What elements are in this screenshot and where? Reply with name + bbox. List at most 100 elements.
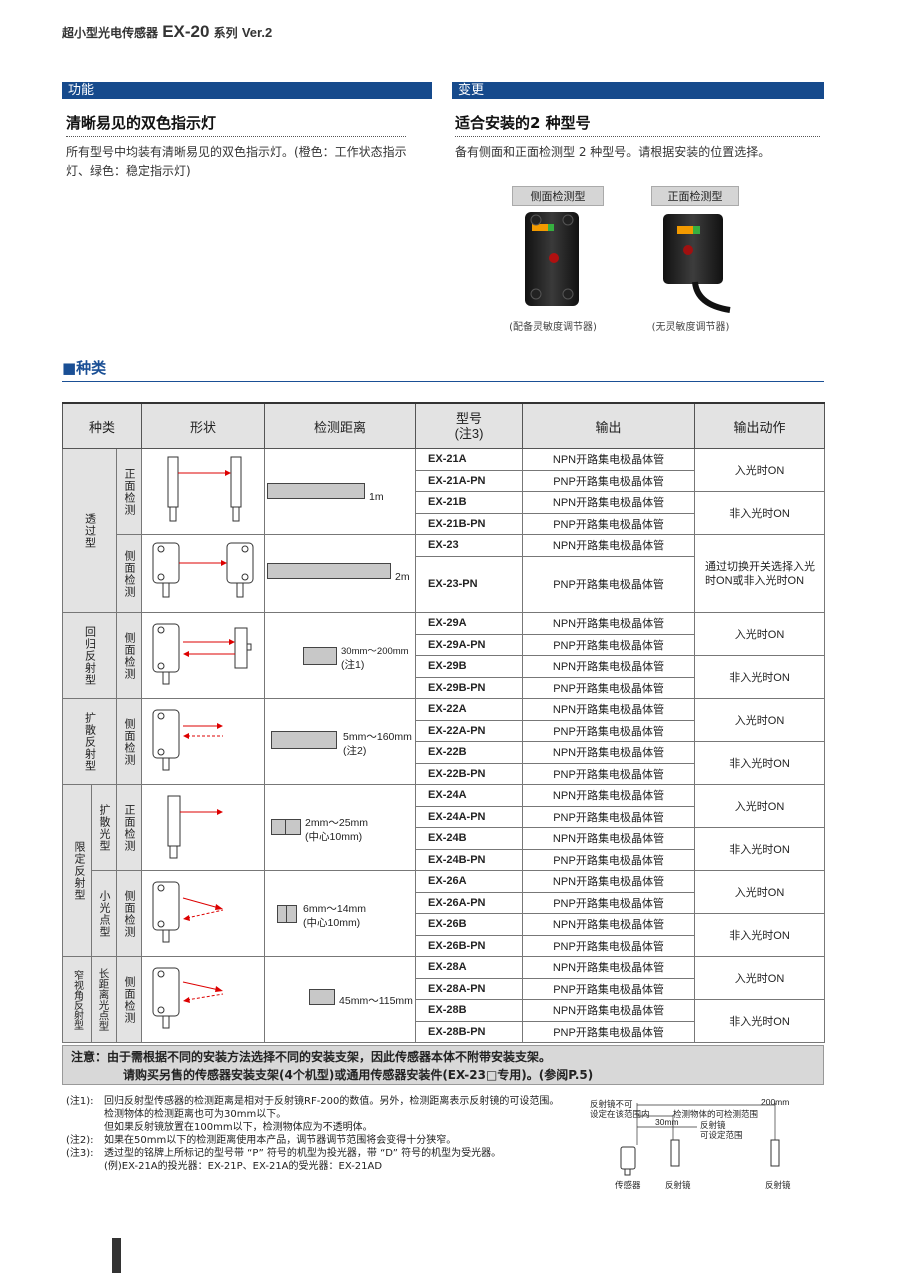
shape-ex26	[141, 870, 266, 957]
dist-bar	[303, 647, 338, 665]
output-cell: NPN开路集电极晶体管	[522, 491, 696, 514]
col-shape: 形状	[141, 402, 266, 449]
dist-label: 5mm～160mm	[343, 731, 412, 743]
function-title: 清晰易见的双色指示灯	[66, 112, 406, 137]
model-cell: EX-24A	[415, 784, 524, 807]
limited-front-drawing	[167, 795, 224, 859]
model-cell: EX-21A-PN	[415, 469, 524, 492]
output-cell: NPN开路集电极晶体管	[522, 913, 696, 936]
sub-side: 侧面检测	[115, 870, 143, 957]
model-cell: EX-21B	[415, 491, 524, 514]
cat-limited: 限定反射型 扩散光型 小光点型	[62, 784, 117, 957]
front-type-caption: (无灵敏度调节器)	[651, 322, 730, 333]
shape-ex23	[141, 534, 266, 613]
action-cell: 非入光时ON	[694, 655, 826, 699]
thru-side-drawing	[152, 542, 254, 598]
sub-side: 侧面检测	[115, 956, 143, 1043]
cat-thru-text: 透过型	[83, 512, 96, 549]
diagram-mirror-label: 反射镜	[765, 1180, 791, 1190]
model-cell: EX-22A-PN	[415, 719, 524, 742]
col-type: 种类	[61, 402, 143, 449]
action-cell: 入光时ON	[694, 612, 826, 656]
col-action: 输出动作	[694, 402, 826, 449]
sub-side-text: 侧面检测	[123, 631, 135, 680]
model-cell: EX-24B-PN	[415, 848, 524, 871]
limited-side-drawing	[152, 881, 224, 943]
dist-label: 2m	[395, 571, 410, 583]
model-cell: EX-24A-PN	[415, 805, 524, 828]
model-cell: EX-26B	[415, 913, 524, 936]
footnote-key	[66, 1160, 104, 1173]
retro-drawing	[152, 623, 252, 685]
footnote: (例)EX-21A的投光器：EX-21P、EX-21A的受光器：EX-21AD	[66, 1160, 566, 1173]
cat-retro: 回归反射型	[62, 612, 117, 699]
sub-side-text: 侧面检测	[123, 717, 135, 766]
model-cell: EX-23	[415, 534, 524, 557]
dist-note: (注2)	[343, 745, 367, 757]
cat-thru: 透过型	[62, 448, 117, 613]
model-cell: EX-22A	[415, 698, 524, 721]
sub-side-text: 侧面检测	[123, 975, 135, 1024]
output-cell: PNP开路集电极晶体管	[522, 848, 696, 871]
action-cell: 非入光时ON	[694, 913, 826, 957]
shape-ex21	[141, 448, 266, 535]
caution-note: 注意：由于需根据不同的安装方法选择不同的安装支架，因此传感器本体不附带安装支架。…	[62, 1045, 824, 1085]
footnote-key: (注2):	[66, 1135, 94, 1146]
output-cell: PNP开路集电极晶体管	[522, 676, 696, 699]
output-cell: PNP开路集电极晶体管	[522, 469, 696, 492]
variation-title: 适合安装的2 种型号	[455, 112, 820, 137]
dist-bar	[277, 905, 298, 923]
output-cell: NPN开路集电极晶体管	[522, 698, 696, 721]
table-row: 回归反射型 侧面检测 30mm～200mm (注1) EX-29A NPN开路集电…	[62, 612, 826, 699]
col-distance: 检测距离	[264, 402, 417, 449]
model-cell: EX-29A	[415, 612, 524, 635]
dist-label: 6mm～14mm	[303, 903, 367, 915]
table-row: 透过型 正面检测 1m EX-21A NPN开路集电极晶体管 入光时ON	[62, 448, 826, 613]
sub-side-text: 侧面检测	[123, 549, 135, 598]
shape-ex24	[141, 784, 266, 871]
dist-ex29: 30mm～200mm (注1)	[264, 612, 417, 699]
sub-front-text: 正面检测	[123, 803, 135, 852]
action-cell: 非入光时ON	[694, 491, 826, 535]
action-cell: 入光时ON	[694, 698, 826, 742]
sub-front: 正面检测	[115, 448, 143, 535]
dist-ex24: 2mm～25mm (中心10mm)	[264, 784, 417, 871]
dist-note: (注1)	[341, 659, 365, 671]
model-cell: EX-28A	[415, 956, 524, 979]
dist-ex28: 45mm～115mm	[264, 956, 417, 1043]
output-cell: NPN开路集电极晶体管	[522, 448, 696, 471]
thru-front-drawing	[167, 456, 242, 522]
diagram-label: 可设定范围	[700, 1130, 743, 1140]
table-header-row: 种类 形状 检测距离 型号 (注3) 输出 输出动作	[61, 402, 826, 449]
output-cell: NPN开路集电极晶体管	[522, 655, 696, 678]
shape-ex28	[141, 956, 266, 1043]
sub-small-spot-text: 小光点型	[98, 889, 110, 938]
header-model: EX-20	[162, 22, 210, 41]
diagram-label: 检测物体的可检测范围	[673, 1109, 759, 1119]
model-cell: EX-26B-PN	[415, 934, 524, 957]
output-cell: PNP开路集电极晶体管	[522, 512, 696, 535]
sub-side: 侧面检测	[115, 534, 143, 613]
dist-ex26: 6mm～14mm (中心10mm)	[264, 870, 417, 957]
footnote-text: 但如果反射镜放置在100mm以下，检测物体应为不透明体。	[104, 1122, 373, 1133]
footnote: (注2):如果在50mm以下的检测距离使用本产品，调节器调节范围将会变得十分狭窄…	[66, 1134, 566, 1147]
action-cell: 非入光时ON	[694, 741, 826, 785]
caution-line-2: 请购买另售的传感器安装支架(4个机型)或通用传感器安装件(EX-23□专用)。(…	[123, 1068, 594, 1082]
footnote-key: (注3):	[66, 1148, 94, 1159]
cat-limited-text: 限定反射型	[73, 840, 85, 901]
model-cell: EX-21B-PN	[415, 512, 524, 535]
footnote: (注1):回归反射型传感器的检测距离是相对于反射镜RF-200的数值。另外，检测…	[66, 1095, 566, 1121]
table-row: 限定反射型 扩散光型 小光点型 正面检测 2mm～25mm (中心10mm	[62, 784, 826, 957]
types-section-title: ■种类	[62, 357, 824, 382]
diagram-dim: 30mm	[655, 1117, 679, 1127]
header-version: Ver.2	[241, 25, 273, 40]
action-cell: 入光时ON	[694, 784, 826, 828]
